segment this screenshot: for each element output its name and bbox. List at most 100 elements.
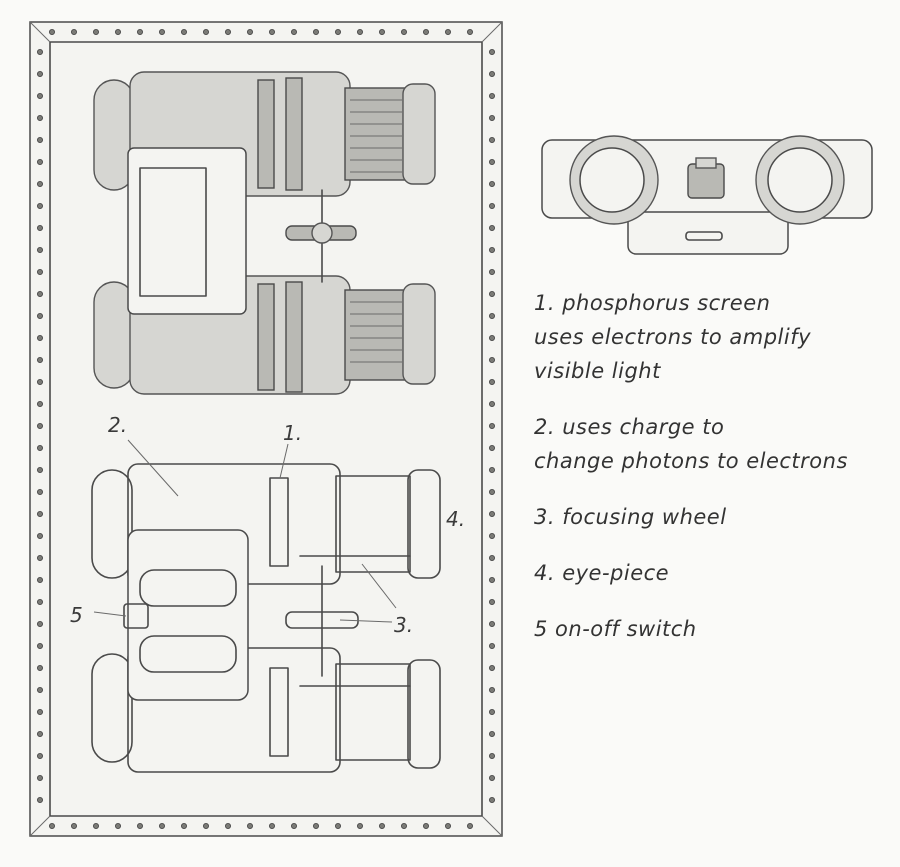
rivet	[488, 643, 495, 650]
rivet	[246, 28, 253, 35]
rivet	[37, 444, 44, 451]
rivet	[488, 290, 495, 297]
rivet	[378, 823, 385, 830]
rivet	[422, 28, 429, 35]
rivet	[224, 823, 231, 830]
rivet	[466, 28, 473, 35]
rivet	[488, 731, 495, 738]
rivet	[488, 378, 495, 385]
rivet	[400, 823, 407, 830]
rivet	[488, 136, 495, 143]
rivet	[268, 28, 275, 35]
legend-line: 1. phosphorus screen	[534, 291, 771, 315]
rivet	[224, 28, 231, 35]
rivet	[37, 312, 44, 319]
rivet	[488, 268, 495, 275]
rivet	[290, 823, 297, 830]
rivet	[488, 709, 495, 716]
rivet	[37, 93, 44, 100]
rivet	[37, 753, 44, 760]
rivet	[488, 71, 495, 78]
rivet	[444, 28, 451, 35]
rivet	[246, 823, 253, 830]
legend-item-5: 5 on-off switch	[534, 612, 894, 646]
rivet	[37, 224, 44, 231]
rivet	[37, 268, 44, 275]
rivet	[37, 400, 44, 407]
rivet	[93, 28, 100, 35]
rivet	[488, 533, 495, 540]
rivet	[37, 731, 44, 738]
rivet	[312, 28, 319, 35]
rivet	[488, 555, 495, 562]
rivet	[488, 577, 495, 584]
rivet	[400, 28, 407, 35]
rivet	[37, 115, 44, 122]
rivet	[488, 400, 495, 407]
rivet	[37, 71, 44, 78]
legend-line: 4. eye-piece	[534, 561, 670, 585]
rivet	[37, 555, 44, 562]
rivet	[488, 202, 495, 209]
rivet	[37, 466, 44, 473]
rivet	[378, 28, 385, 35]
rivet	[488, 158, 495, 165]
rivet	[180, 28, 187, 35]
rivet	[488, 488, 495, 495]
rivet	[158, 28, 165, 35]
callout-3: 3.	[394, 613, 413, 637]
rivet	[37, 356, 44, 363]
rivet	[37, 378, 44, 385]
rivet	[488, 444, 495, 451]
rivet	[37, 290, 44, 297]
rivet	[37, 246, 44, 253]
rivet	[71, 28, 78, 35]
rivet	[37, 533, 44, 540]
rivet	[37, 775, 44, 782]
rivet	[488, 180, 495, 187]
rivet	[115, 28, 122, 35]
rivet	[488, 797, 495, 804]
rivet	[488, 93, 495, 100]
rivet	[488, 753, 495, 760]
legend-item-2: 2. uses charge to change photons to elec…	[534, 410, 894, 478]
rivet	[37, 180, 44, 187]
rivet	[488, 621, 495, 628]
rivet	[488, 599, 495, 606]
rivet	[37, 334, 44, 341]
legend-item-4: 4. eye-piece	[534, 556, 894, 590]
rivet	[37, 643, 44, 650]
rivet	[37, 49, 44, 56]
rivet	[488, 510, 495, 517]
rivet	[158, 823, 165, 830]
rivet	[37, 621, 44, 628]
rivet	[488, 224, 495, 231]
rivet	[180, 823, 187, 830]
rivet	[488, 334, 495, 341]
callout-2: 2.	[108, 413, 127, 437]
legend-line: 5 on-off switch	[534, 617, 697, 641]
rivet	[37, 488, 44, 495]
rivet	[334, 823, 341, 830]
rivet	[488, 312, 495, 319]
rivet	[488, 665, 495, 672]
rivet	[202, 823, 209, 830]
rivet	[488, 246, 495, 253]
rivet	[37, 577, 44, 584]
rivet	[37, 797, 44, 804]
rivet	[49, 823, 56, 830]
legend-line: 3. focusing wheel	[534, 505, 727, 529]
rivet	[444, 823, 451, 830]
binoculars-front-view	[541, 135, 873, 255]
legend-line: visible light	[534, 359, 661, 383]
rivet	[37, 202, 44, 209]
rivet	[37, 510, 44, 517]
rivet	[488, 466, 495, 473]
rivet	[356, 28, 363, 35]
rivet	[422, 823, 429, 830]
legend-item-1: 1. phosphorus screen uses electrons to a…	[534, 286, 894, 388]
rivet	[37, 687, 44, 694]
rivet	[37, 599, 44, 606]
